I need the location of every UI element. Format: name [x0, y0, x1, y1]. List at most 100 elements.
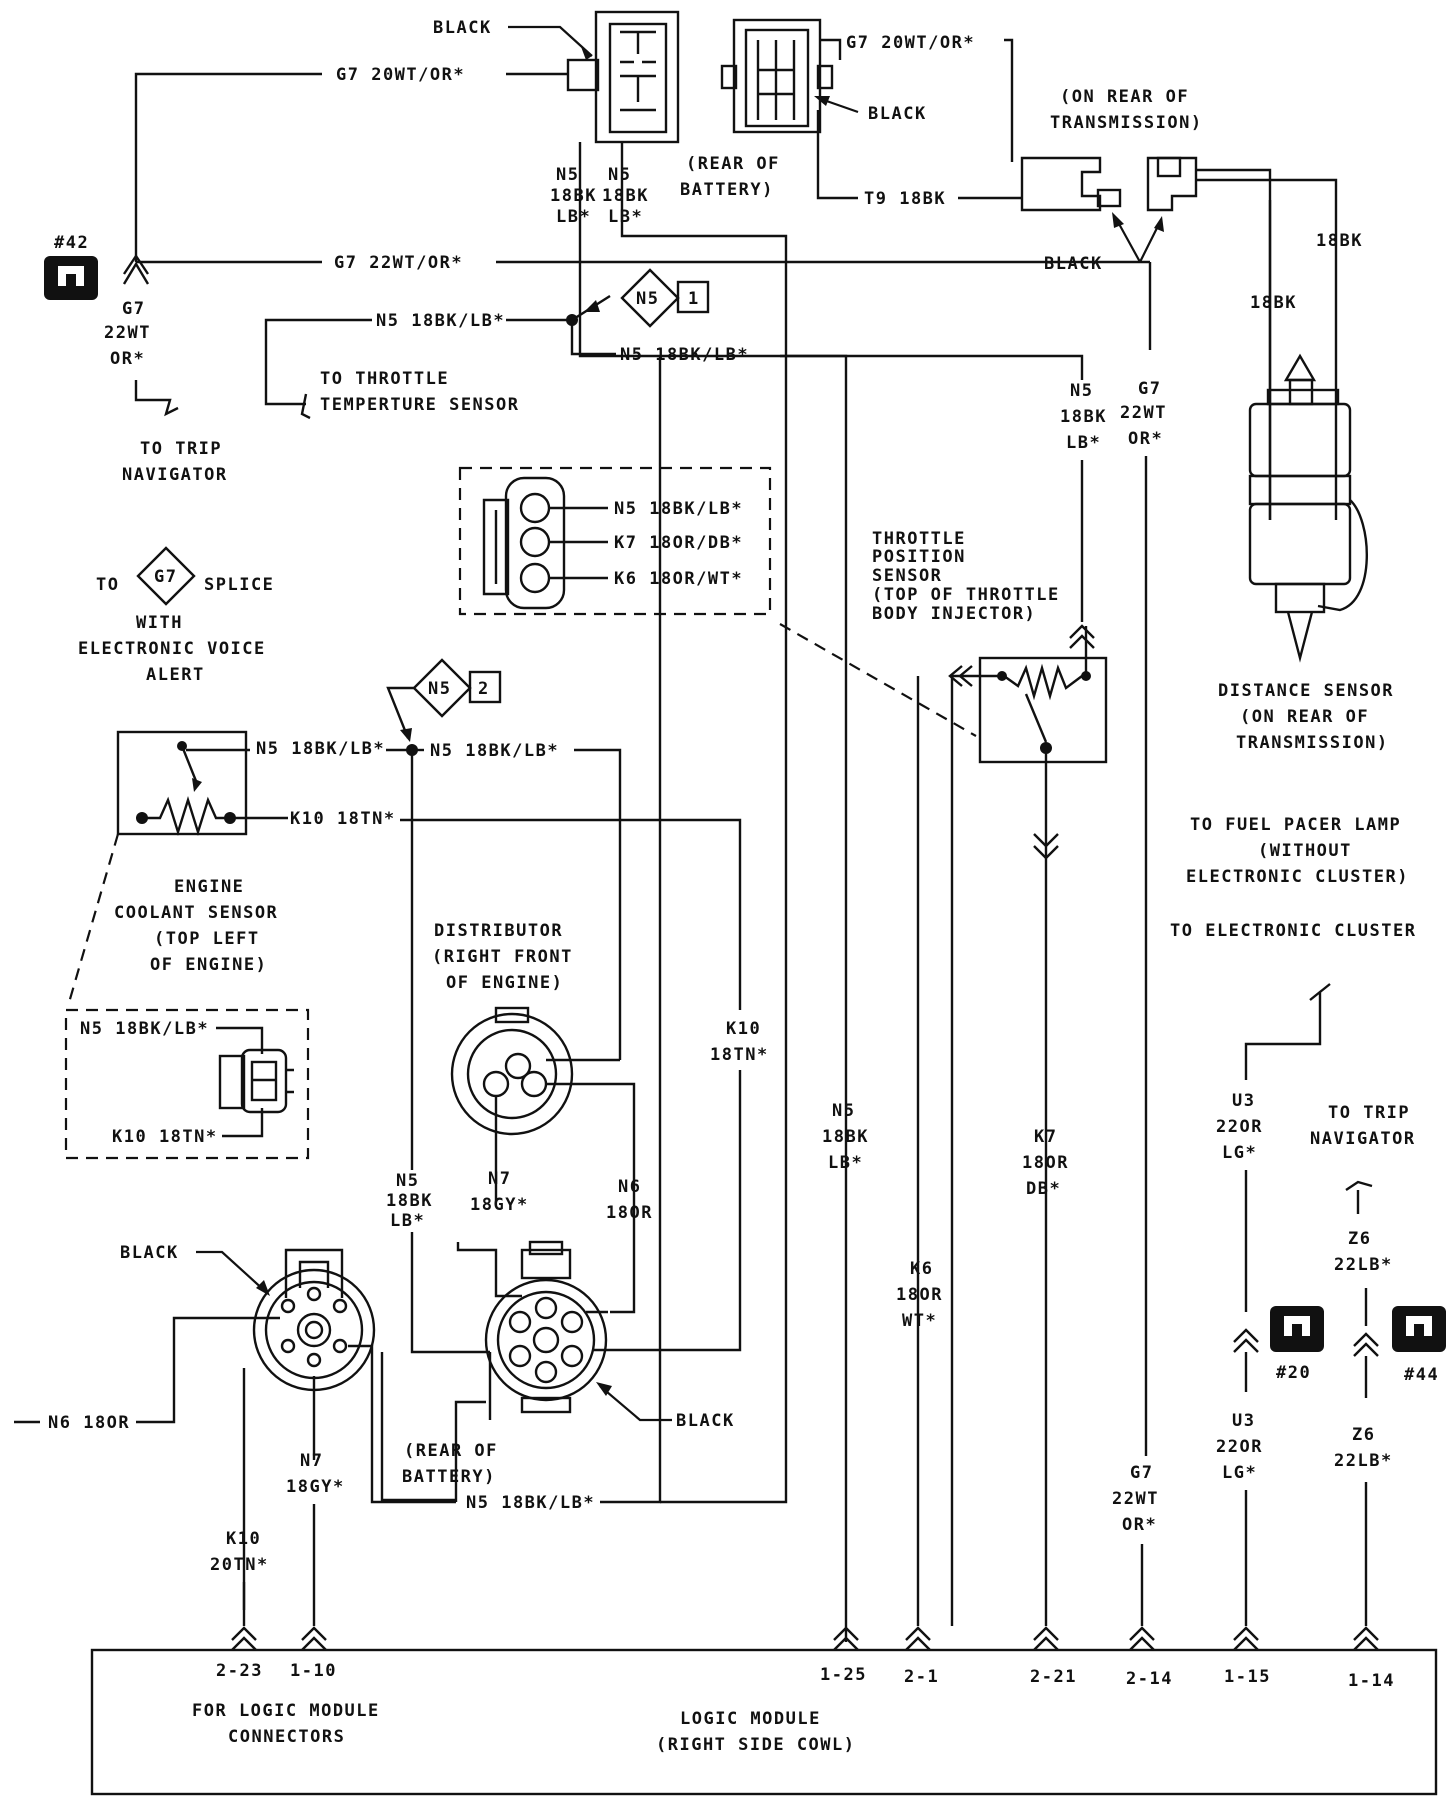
bk18-b: 18BK [1250, 293, 1297, 313]
n5-18bk-lb-bottom: N5 18BK/LB* [466, 1493, 595, 1513]
logic-label-1: LOGIC MODULE [680, 1709, 821, 1729]
to-splice-splice: SPLICE [204, 575, 274, 595]
logic-module [90, 1648, 1438, 1796]
fuel-label-1: TO FUEL PACER LAMP [1190, 815, 1401, 835]
u3b-3: LG* [1222, 1463, 1257, 1483]
k10-20tn-1: K10 [226, 1529, 261, 1549]
n5-mid-2: 18BK [822, 1127, 869, 1147]
tps-conn-k6: K6 18OR/WT* [614, 569, 743, 589]
trip-nav-right-1: TO TRIP [1328, 1103, 1410, 1123]
distance-sensor [1248, 353, 1368, 663]
k7-1: K7 [1034, 1127, 1057, 1147]
splice-g7-diamond [136, 546, 196, 606]
black-label-right-conn: BLACK [868, 104, 927, 124]
n5-tps-2: 18BK [1060, 407, 1107, 427]
n5-top-e: 18BK [602, 186, 649, 206]
dist-label-1: DISTRIBUTOR [434, 921, 563, 941]
fuel-label-2: (WITHOUT [1258, 841, 1352, 861]
black-right-conn-label: BLACK [676, 1411, 735, 1431]
splice1-num: 1 [688, 289, 700, 309]
n5-v-left-2: 18BK [386, 1191, 433, 1211]
ecs-connector [218, 1048, 294, 1114]
pin-2-1: 2-1 [904, 1667, 939, 1687]
n7-lower-1: N7 [300, 1451, 323, 1471]
splice1-n5: N5 [636, 289, 659, 309]
pin-1-25: 1-25 [820, 1665, 867, 1685]
n5-top-d: N5 [608, 165, 631, 185]
logic-module-pin-arrows [231, 1626, 1379, 1651]
tag-44: #44 [1404, 1365, 1439, 1385]
to-throttle-temp-2: TEMPERTURE SENSOR [320, 395, 520, 415]
k6-2: 18OR [896, 1285, 943, 1305]
n5-top-f: LB* [608, 207, 643, 227]
ds-label-2: (ON REAR OF [1240, 707, 1369, 727]
ecs-connector-box [64, 1008, 310, 1160]
ecs-label-3: (TOP LEFT [154, 929, 260, 949]
splice-n5-1 [620, 268, 710, 328]
n5-tps-3: LB* [1066, 433, 1101, 453]
elec-cluster-label: TO ELECTRONIC CLUSTER [1170, 921, 1416, 941]
ecs-label-4: OF ENGINE) [150, 955, 267, 975]
dist-label-2: (RIGHT FRONT [432, 947, 573, 967]
distributor-connector [450, 1006, 574, 1136]
ds-label-3: TRANSMISSION) [1236, 733, 1389, 753]
tps-conn-k7: K7 18OR/DB* [614, 533, 743, 553]
ecs-box-k10: K10 18TN* [112, 1127, 218, 1147]
g7-bottom-2: 22WT [1112, 1489, 1159, 1509]
engine-coolant-sensor [116, 730, 248, 837]
trip-nav-right-2: NAVIGATOR [1310, 1129, 1416, 1149]
bk18-a: 18BK [1316, 231, 1363, 251]
k7-2: 18OR [1022, 1153, 1069, 1173]
n6-2: 18OR [606, 1203, 653, 1223]
rear-battery-lower-2: BATTERY) [402, 1467, 496, 1487]
splice2-num: 2 [478, 679, 490, 699]
left-six-pin-connector [252, 1248, 376, 1392]
n5-18bk-lb-1: N5 18BK/LB* [376, 311, 505, 331]
logic-label-2: (RIGHT SIDE COWL) [656, 1735, 856, 1755]
tps-label-2: POSITION [872, 547, 966, 567]
top-right-connector [720, 18, 834, 134]
rear-battery-lower-1: (REAR OF [404, 1441, 498, 1461]
or-left: OR* [110, 349, 145, 369]
z6b-1: Z6 [1352, 1425, 1375, 1445]
z6b-2: 22LB* [1334, 1451, 1393, 1471]
k10-v-1: K10 [726, 1019, 761, 1039]
n5-top-a: N5 [556, 165, 579, 185]
u3b-1: U3 [1232, 1411, 1255, 1431]
n5-v-left-1: N5 [396, 1171, 419, 1191]
black-label-top: BLACK [433, 18, 492, 38]
g7-bottom-3: OR* [1122, 1515, 1157, 1535]
g7-20wt-or-right: G7 20WT/OR* [846, 33, 975, 53]
pin-2-21: 2-21 [1030, 1667, 1077, 1687]
right-seven-pin-connector [484, 1240, 608, 1414]
to-trip-nav-left-2: NAVIGATOR [122, 465, 228, 485]
k10-18tn: K10 18TN* [290, 809, 396, 829]
k10-v-2: 18TN* [710, 1045, 769, 1065]
pin-2-14: 2-14 [1126, 1669, 1173, 1689]
g7-right-1: G7 [1138, 379, 1161, 399]
rear-of-battery-2: BATTERY) [680, 180, 774, 200]
ecs-box-n5: N5 18BK/LB* [80, 1019, 209, 1039]
g7-right-2: 22WT [1120, 403, 1167, 423]
pin-2-23: 2-23 [216, 1661, 263, 1681]
to-throttle-temp-1: TO THROTTLE [320, 369, 449, 389]
to-splice-g7: G7 [154, 567, 177, 587]
on-rear-trans-2: TRANSMISSION) [1050, 113, 1203, 133]
n5-18bk-lb-2: N5 18BK/LB* [620, 345, 749, 365]
g7-22wt-or-top: G7 22WT/OR* [334, 253, 463, 273]
z6-1: Z6 [1348, 1229, 1371, 1249]
ecs-label-2: COOLANT SENSOR [114, 903, 278, 923]
pin-1-15: 1-15 [1224, 1667, 1271, 1687]
n6-1: N6 [618, 1177, 641, 1197]
u3b-2: 22OR [1216, 1437, 1263, 1457]
with-2: ELECTRONIC VOICE [78, 639, 266, 659]
for-logic-2: CONNECTORS [228, 1727, 345, 1747]
g7-left: G7 [122, 299, 145, 319]
dist-label-3: OF ENGINE) [446, 973, 563, 993]
to-trip-nav-left-1: TO TRIP [140, 439, 222, 459]
n7-1: N7 [488, 1169, 511, 1189]
g7-bottom-1: G7 [1130, 1463, 1153, 1483]
tag-20: #20 [1276, 1363, 1311, 1383]
fuel-label-3: ELECTRONIC CLUSTER) [1186, 867, 1409, 887]
on-rear-trans-1: (ON REAR OF [1060, 87, 1189, 107]
